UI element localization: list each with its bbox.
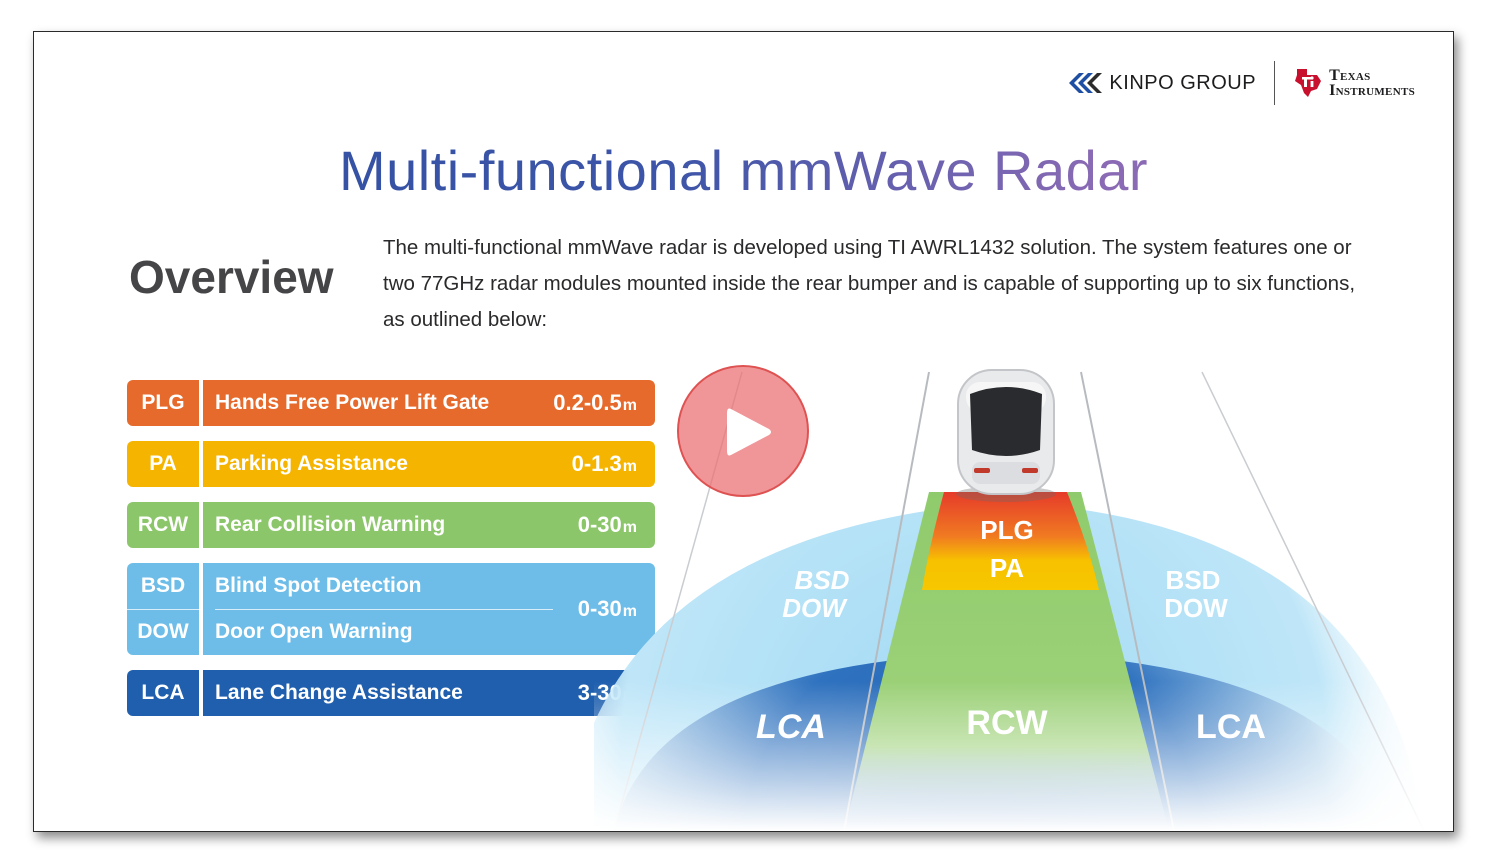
function-name: Parking Assistance	[215, 452, 408, 475]
kinpo-text: KINPO GROUP	[1109, 71, 1257, 94]
overview-description: The multi-functional mmWave radar is dev…	[383, 236, 1356, 331]
function-abbr: DOW	[137, 620, 189, 644]
function-row-plg: PLG Hands Free Power Lift Gate 0.2-0.5m	[127, 380, 655, 426]
row-separator	[199, 670, 203, 716]
ti-logo: Texas Instruments	[1291, 67, 1415, 99]
logo-bar: KINPO GROUP Texas Instruments	[1067, 60, 1415, 106]
zone-label-dow-left: DOW	[782, 593, 848, 623]
function-abbr: PLG	[141, 391, 185, 414]
zone-label-lca-right: LCA	[1196, 708, 1266, 746]
function-name: Door Open Warning	[215, 620, 413, 644]
ti-text-line1: Texas	[1329, 67, 1371, 84]
function-row-lca: LCA Lane Change Assistance 3-30m	[127, 670, 655, 716]
function-name: Rear Collision Warning	[215, 513, 446, 536]
row-separator	[199, 441, 203, 487]
overview-heading: Overview	[129, 251, 334, 303]
zone-label-pa: PA	[990, 553, 1024, 583]
function-row-bsd-dow: BSD DOW Blind Spot Detection Door Open W…	[127, 563, 655, 655]
radar-coverage-diagram: PLG PA BSD DOW BSD DOW RCW LCA LCA	[594, 332, 1453, 831]
function-name: Hands Free Power Lift Gate	[215, 391, 490, 414]
function-name-stack: Blind Spot Detection Door Open Warning	[203, 563, 553, 655]
row-separator	[199, 502, 203, 548]
car-top-view	[956, 369, 1056, 502]
abbr-divider	[127, 608, 199, 610]
kinpo-mark-icon	[1069, 73, 1103, 93]
play-icon	[727, 408, 771, 456]
logo-divider	[1274, 61, 1276, 105]
zone-label-lca-left: LCA	[756, 708, 826, 746]
page-title: Multi-functional mmWave Radar	[34, 138, 1453, 203]
function-abbr: PA	[149, 452, 177, 475]
zone-label-bsd-right: BSD	[1166, 565, 1221, 595]
row-separator	[199, 563, 203, 655]
zone-label-dow-right: DOW	[1164, 593, 1228, 623]
ti-state-icon	[1295, 69, 1322, 97]
ti-text: Texas Instruments	[1329, 67, 1415, 99]
function-name: Blind Spot Detection	[215, 573, 422, 597]
name-divider	[215, 608, 553, 610]
function-name: Lane Change Assistance	[215, 681, 463, 704]
video-play-button[interactable]	[677, 365, 809, 497]
slide-frame: KINPO GROUP Texas Instruments Multi-func…	[33, 31, 1454, 832]
function-row-pa: PA Parking Assistance 0-1.3m	[127, 441, 655, 487]
function-abbr-stack: BSD DOW	[127, 563, 199, 655]
zone-label-bsd-left: BSD	[795, 565, 850, 595]
ti-text-line2: Instruments	[1329, 82, 1415, 99]
function-abbr: RCW	[137, 513, 189, 536]
function-abbr: BSD	[140, 573, 186, 597]
row-separator	[199, 380, 203, 426]
zone-label-rcw: RCW	[966, 704, 1048, 742]
kinpo-logo: KINPO GROUP	[1067, 70, 1256, 96]
function-abbr: LCA	[141, 681, 185, 704]
zone-label-plg: PLG	[980, 515, 1033, 545]
function-row-rcw: RCW Rear Collision Warning 0-30m	[127, 502, 655, 548]
